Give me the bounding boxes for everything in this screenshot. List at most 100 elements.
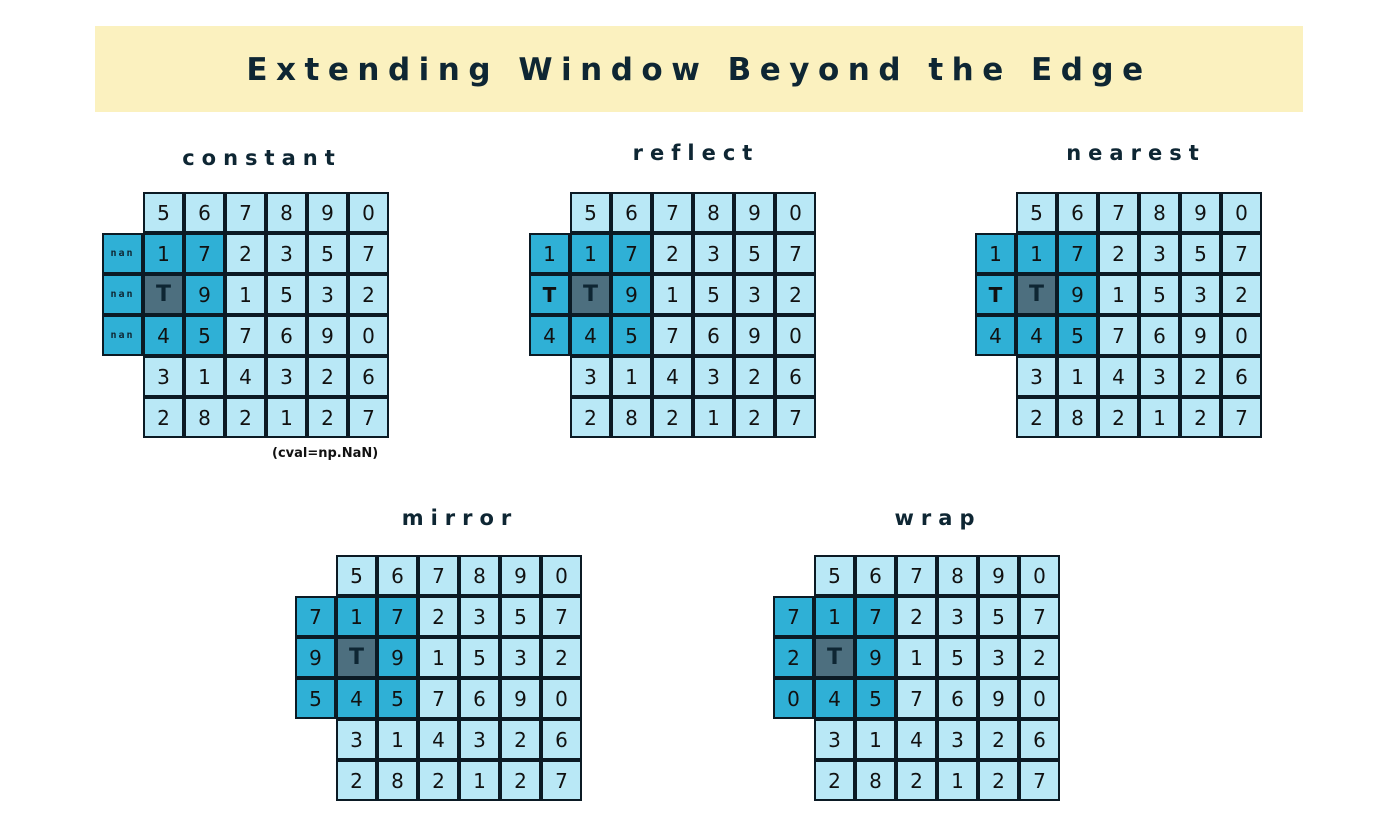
window-cell: 7 — [855, 596, 896, 637]
grid-cell: 2 — [1180, 356, 1221, 397]
window-cell: 4 — [143, 315, 184, 356]
pad-cell: 9 — [295, 637, 336, 678]
grid-cell: 3 — [500, 637, 541, 678]
grid-cell: 7 — [652, 192, 693, 233]
grid-cell: 5 — [266, 274, 307, 315]
grid-cell: 4 — [418, 719, 459, 760]
grid-cell: 3 — [1139, 356, 1180, 397]
grid-cell: 5 — [143, 192, 184, 233]
grid-cell: 7 — [1098, 315, 1139, 356]
grid-cell: 1 — [1057, 356, 1098, 397]
grid-cell: 2 — [1098, 233, 1139, 274]
grid-cell: 2 — [814, 760, 855, 801]
cval-note: (cval=np.NaN) — [272, 446, 379, 461]
grid-cell: 3 — [1139, 233, 1180, 274]
grid-cell: 1 — [184, 356, 225, 397]
grid-cell: 7 — [348, 233, 389, 274]
grid-cell: 7 — [1019, 760, 1060, 801]
grid-cell: 1 — [266, 397, 307, 438]
window-cell: 4 — [336, 678, 377, 719]
grid-cell: 2 — [1019, 637, 1060, 678]
target-cell: T — [814, 637, 855, 678]
panel-label-constant: constant — [182, 146, 342, 170]
grid-cell: 3 — [143, 356, 184, 397]
window-cell: 5 — [611, 315, 652, 356]
window-cell: 7 — [184, 233, 225, 274]
grid-cell: 1 — [1098, 274, 1139, 315]
grid-cell: 5 — [937, 637, 978, 678]
grid-cell: 6 — [1019, 719, 1060, 760]
grid-cell: 8 — [611, 397, 652, 438]
pad-cell: 0 — [773, 678, 814, 719]
grid-cell: 9 — [734, 192, 775, 233]
grid-cell: 7 — [418, 555, 459, 596]
grid-cell: 3 — [307, 274, 348, 315]
window-cell: 4 — [814, 678, 855, 719]
grid-cell: 2 — [307, 397, 348, 438]
grid-cell: 7 — [541, 760, 582, 801]
grid-cell: 2 — [1180, 397, 1221, 438]
grid-cell: 2 — [500, 760, 541, 801]
window-cell: 1 — [143, 233, 184, 274]
grid-cell: 9 — [734, 315, 775, 356]
grid-cell: 5 — [307, 233, 348, 274]
grid-cell: 3 — [734, 274, 775, 315]
grid-cell: 2 — [143, 397, 184, 438]
window-cell: 1 — [570, 233, 611, 274]
window-cell: 7 — [611, 233, 652, 274]
grid-cell: 3 — [459, 719, 500, 760]
grid-cell: 5 — [1180, 233, 1221, 274]
grid-cell: 8 — [855, 760, 896, 801]
grid-cell: 5 — [459, 637, 500, 678]
grid-cell: 3 — [693, 356, 734, 397]
grid-cell: 8 — [1139, 192, 1180, 233]
grid-cell: 8 — [937, 555, 978, 596]
grid-cell: 8 — [184, 397, 225, 438]
pad-cell: 2 — [773, 637, 814, 678]
panel-label-reflect: reflect — [632, 141, 760, 165]
pad-cell: 1 — [529, 233, 570, 274]
window-cell: 5 — [377, 678, 418, 719]
grid-cell: 6 — [541, 719, 582, 760]
grid-cell: 0 — [348, 315, 389, 356]
grid-cell: 3 — [459, 596, 500, 637]
grid-cell: 5 — [1139, 274, 1180, 315]
grid-cell: 2 — [652, 233, 693, 274]
grid-cell: 2 — [896, 760, 937, 801]
window-cell: 5 — [1057, 315, 1098, 356]
grid-cell: 2 — [734, 356, 775, 397]
grid-cell: 2 — [775, 274, 816, 315]
pad-cell: 4 — [529, 315, 570, 356]
grid-cell: 2 — [541, 637, 582, 678]
window-cell: 9 — [1057, 274, 1098, 315]
grid-cell: 8 — [1057, 397, 1098, 438]
grid-cell: 1 — [693, 397, 734, 438]
grid-cell: 4 — [225, 356, 266, 397]
window-cell: 9 — [377, 637, 418, 678]
grid-cell: 2 — [225, 397, 266, 438]
grid-cell: 3 — [937, 719, 978, 760]
grid-cell: 8 — [459, 555, 500, 596]
grid-cell: 9 — [500, 555, 541, 596]
target-cell: T — [143, 274, 184, 315]
pad-cell: nan — [102, 233, 143, 274]
grid-cell: 1 — [652, 274, 693, 315]
window-cell: 9 — [184, 274, 225, 315]
grid-cell: 9 — [307, 192, 348, 233]
window-cell: 7 — [1057, 233, 1098, 274]
grid-cell: 1 — [377, 719, 418, 760]
grid-cell: 2 — [978, 719, 1019, 760]
grid-cell: 7 — [1019, 596, 1060, 637]
grid-cell: 7 — [225, 192, 266, 233]
grid-cell: 4 — [1098, 356, 1139, 397]
grid-cell: 2 — [225, 233, 266, 274]
grid-cell: 8 — [266, 192, 307, 233]
grid-cell: 2 — [500, 719, 541, 760]
grid-cell: 5 — [500, 596, 541, 637]
grid-cell: 2 — [1221, 274, 1262, 315]
grid-cell: 0 — [348, 192, 389, 233]
window-cell: 7 — [377, 596, 418, 637]
grid-cell: 5 — [734, 233, 775, 274]
